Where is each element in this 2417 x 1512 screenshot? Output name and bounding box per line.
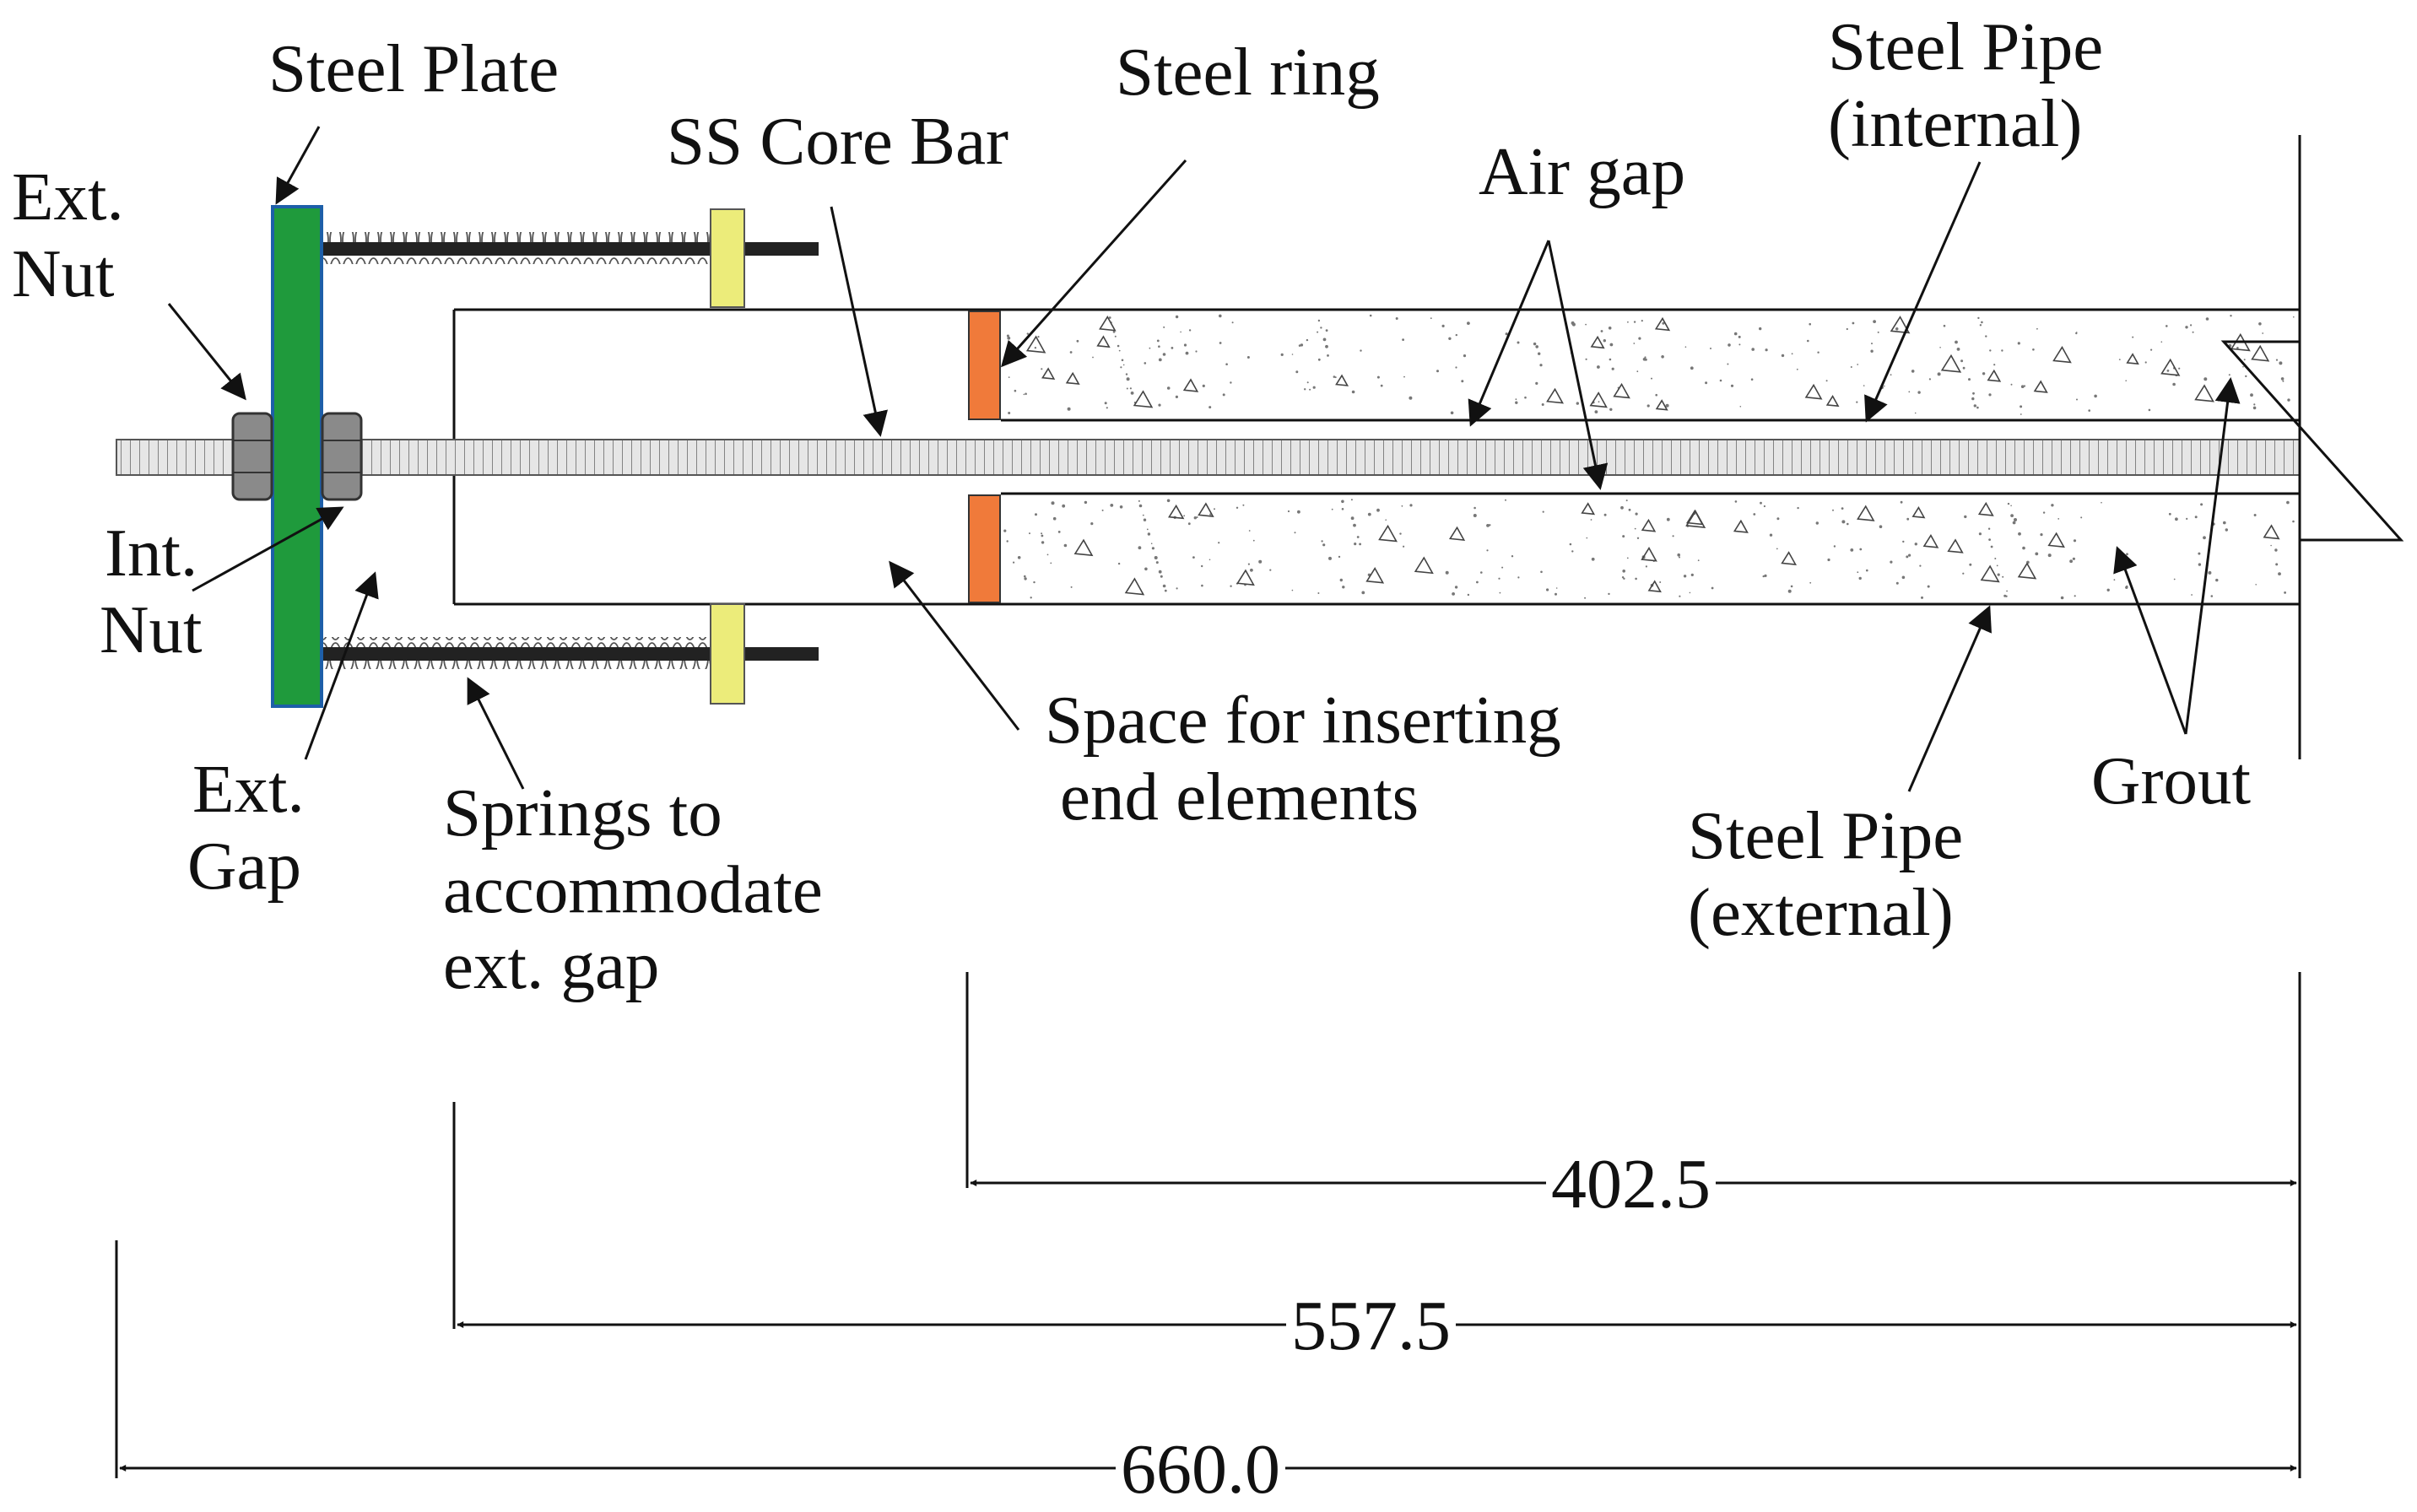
steel-ring-bottom	[968, 494, 1001, 603]
grout-region	[1001, 311, 2300, 602]
label-ext-nut: Ext. Nut	[12, 159, 124, 311]
int-nut	[321, 412, 363, 501]
leader-ss-core-bar	[830, 206, 888, 437]
dimension-660-0: 660.0	[1116, 1434, 1285, 1505]
spring-top	[278, 232, 819, 264]
leader-steel-ring	[1001, 159, 1187, 368]
label-steel-pipe-internal: Steel Pipe (internal)	[1828, 8, 2104, 161]
label-steel-plate: Steel Plate	[268, 30, 560, 106]
leader-steel-plate	[275, 126, 321, 205]
steel-pipe-internal	[1001, 418, 2300, 495]
leader-grout-2	[2184, 377, 2241, 735]
leader-ext-gap	[304, 571, 379, 760]
dimension-402-5: 402.5	[1546, 1149, 1716, 1220]
leader-space-inserting	[889, 560, 1020, 731]
leader-ext-nut	[167, 303, 246, 401]
grout-speckle	[1003, 314, 2295, 600]
label-ext-gap: Ext. Gap	[187, 751, 305, 904]
leader-grout-1	[2113, 546, 2187, 735]
dimension-lines	[119, 1180, 2297, 1472]
leader-air-gap-2	[1547, 240, 1609, 490]
label-space-inserting: Space for inserting end elements	[1045, 682, 1561, 834]
steel-ring-top	[968, 310, 1001, 420]
leader-int-nut	[192, 506, 344, 592]
ss-core-bar	[116, 439, 2303, 476]
label-grout: Grout	[2091, 742, 2251, 818]
washer-top	[710, 208, 745, 308]
leader-steel-pipe-internal	[1864, 161, 1982, 423]
label-air-gap: Air gap	[1479, 133, 1686, 209]
break-line	[2220, 304, 2417, 608]
leader-steel-pipe-external	[1907, 605, 1992, 792]
leader-air-gap-1	[1468, 240, 1550, 427]
label-int-nut: Int. Nut	[100, 515, 203, 667]
steel-plate	[271, 205, 323, 708]
label-steel-ring: Steel ring	[1116, 34, 1380, 110]
washer-bottom	[710, 603, 745, 705]
extension-lines	[115, 135, 2301, 1478]
spring-bottom	[278, 637, 819, 669]
leader-springs	[467, 677, 525, 790]
label-steel-pipe-external: Steel Pipe (external)	[1688, 797, 1964, 950]
leader-lines	[167, 126, 2241, 792]
label-springs: Springs to accommodate ext. gap	[443, 775, 823, 1004]
dimension-557-5: 557.5	[1286, 1291, 1456, 1362]
ext-nut	[231, 412, 273, 501]
label-ss-core-bar: SS Core Bar	[667, 103, 1008, 179]
